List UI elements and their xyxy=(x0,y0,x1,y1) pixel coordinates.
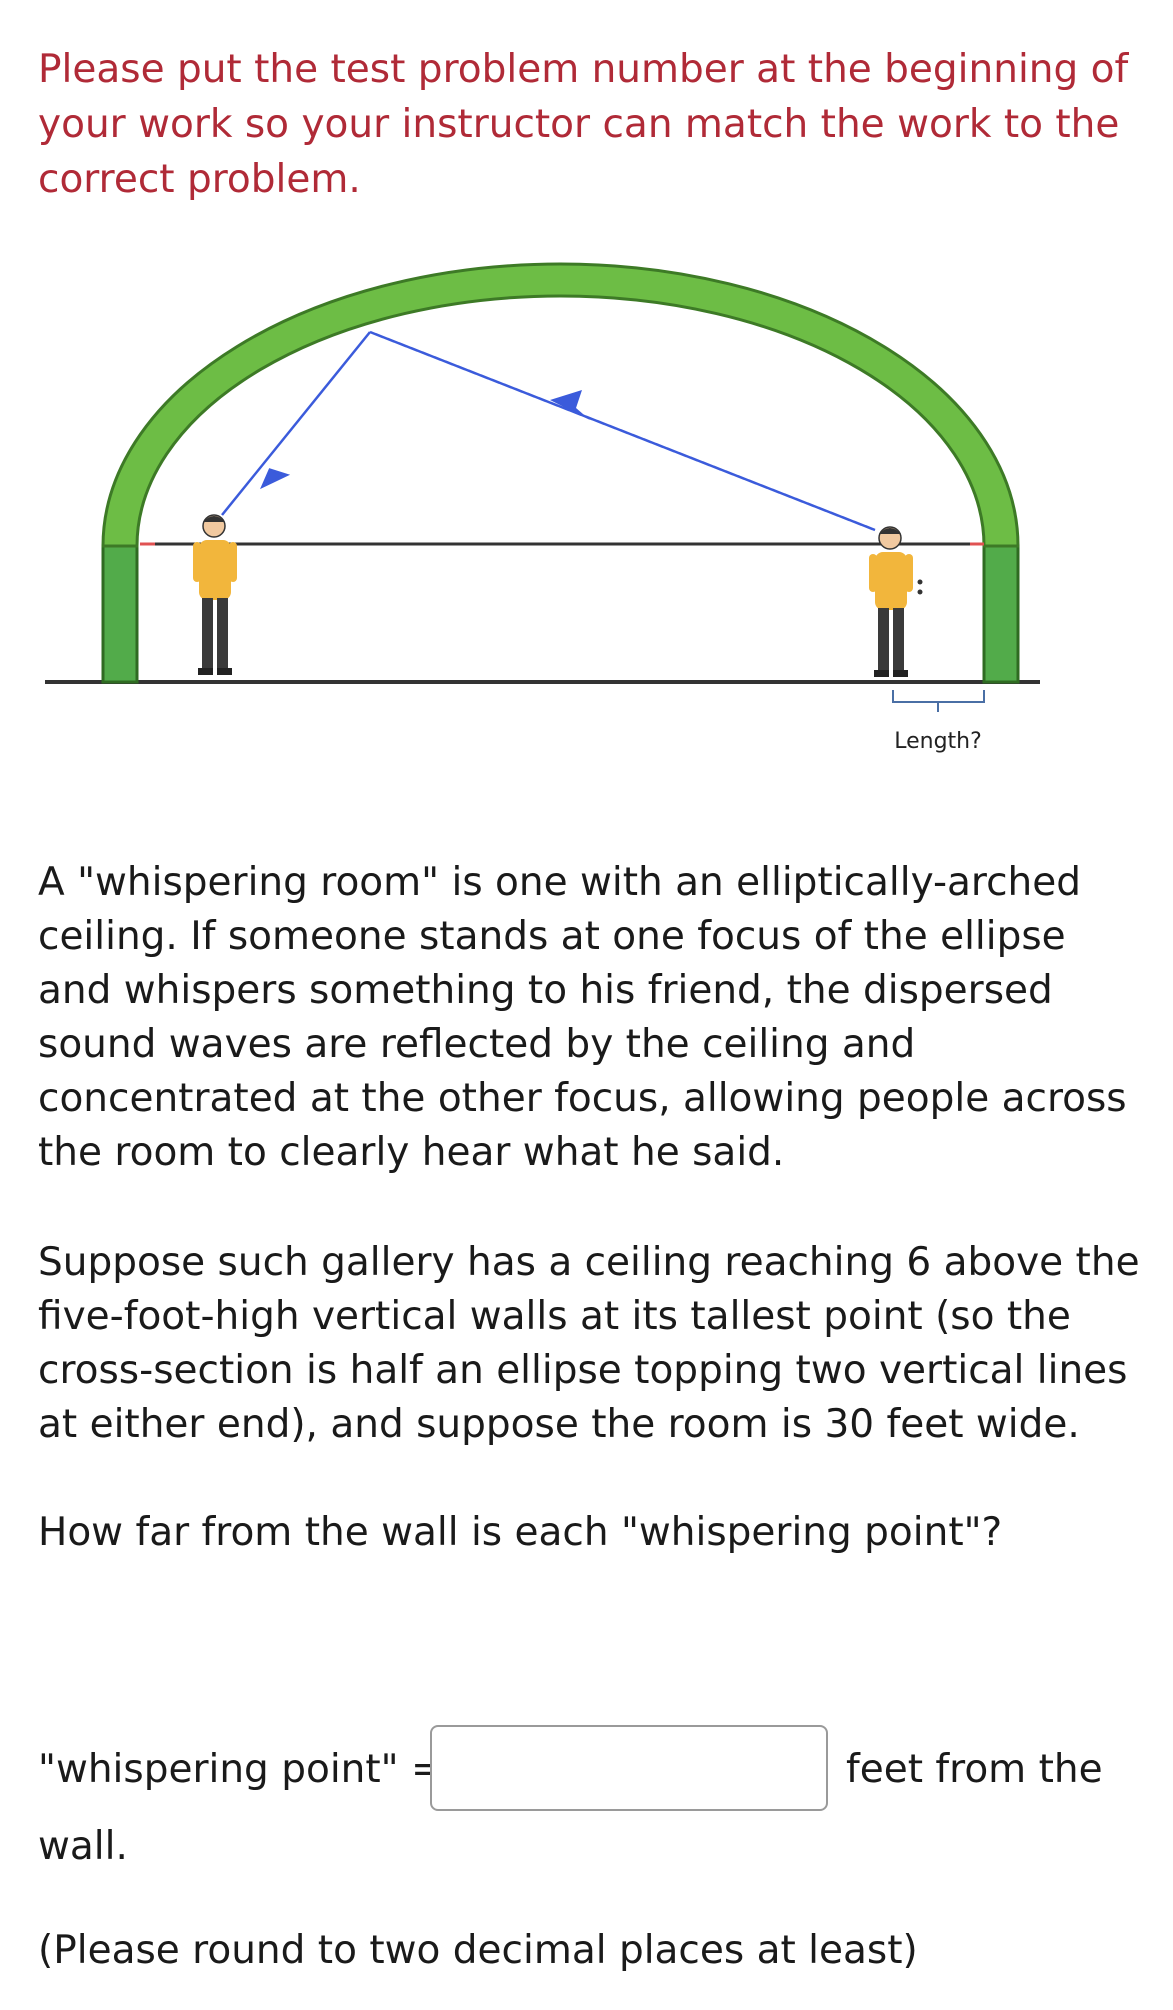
whispering-point-answer-input[interactable] xyxy=(430,1725,828,1811)
sound-ray-reflected xyxy=(221,331,371,516)
left-person xyxy=(193,514,237,675)
ray-arrowhead-reflected xyxy=(260,468,291,490)
answer-suffix-wrap: wall. xyxy=(38,1824,128,1869)
answer-prefix-label: "whispering point" = xyxy=(38,1747,444,1792)
answer-suffix-label: feet from the xyxy=(846,1747,1103,1792)
length-bracket xyxy=(892,690,985,712)
ray-arrowhead-incoming xyxy=(550,390,590,420)
length-label: Length? xyxy=(894,729,982,754)
problem-question: How far from the wall is each "whisperin… xyxy=(38,1510,1003,1555)
instructor-notice: Please put the test problem number at th… xyxy=(38,47,1129,202)
elliptical-arch xyxy=(101,262,1020,548)
left-wall xyxy=(101,544,139,684)
right-wall xyxy=(982,544,1020,684)
problem-paragraph-2: Suppose such gallery has a ceiling reach… xyxy=(38,1240,1140,1447)
right-person xyxy=(869,526,923,677)
answer-row: "whispering point" = feet from the xyxy=(38,1725,1148,1815)
whispering-room-diagram: Length? xyxy=(45,262,1040,754)
rounding-note: (Please round to two decimal places at l… xyxy=(38,1928,918,1973)
sound-ray-incoming xyxy=(369,330,876,532)
problem-paragraph-1: A "whispering room" is one with an ellip… xyxy=(38,860,1127,1175)
